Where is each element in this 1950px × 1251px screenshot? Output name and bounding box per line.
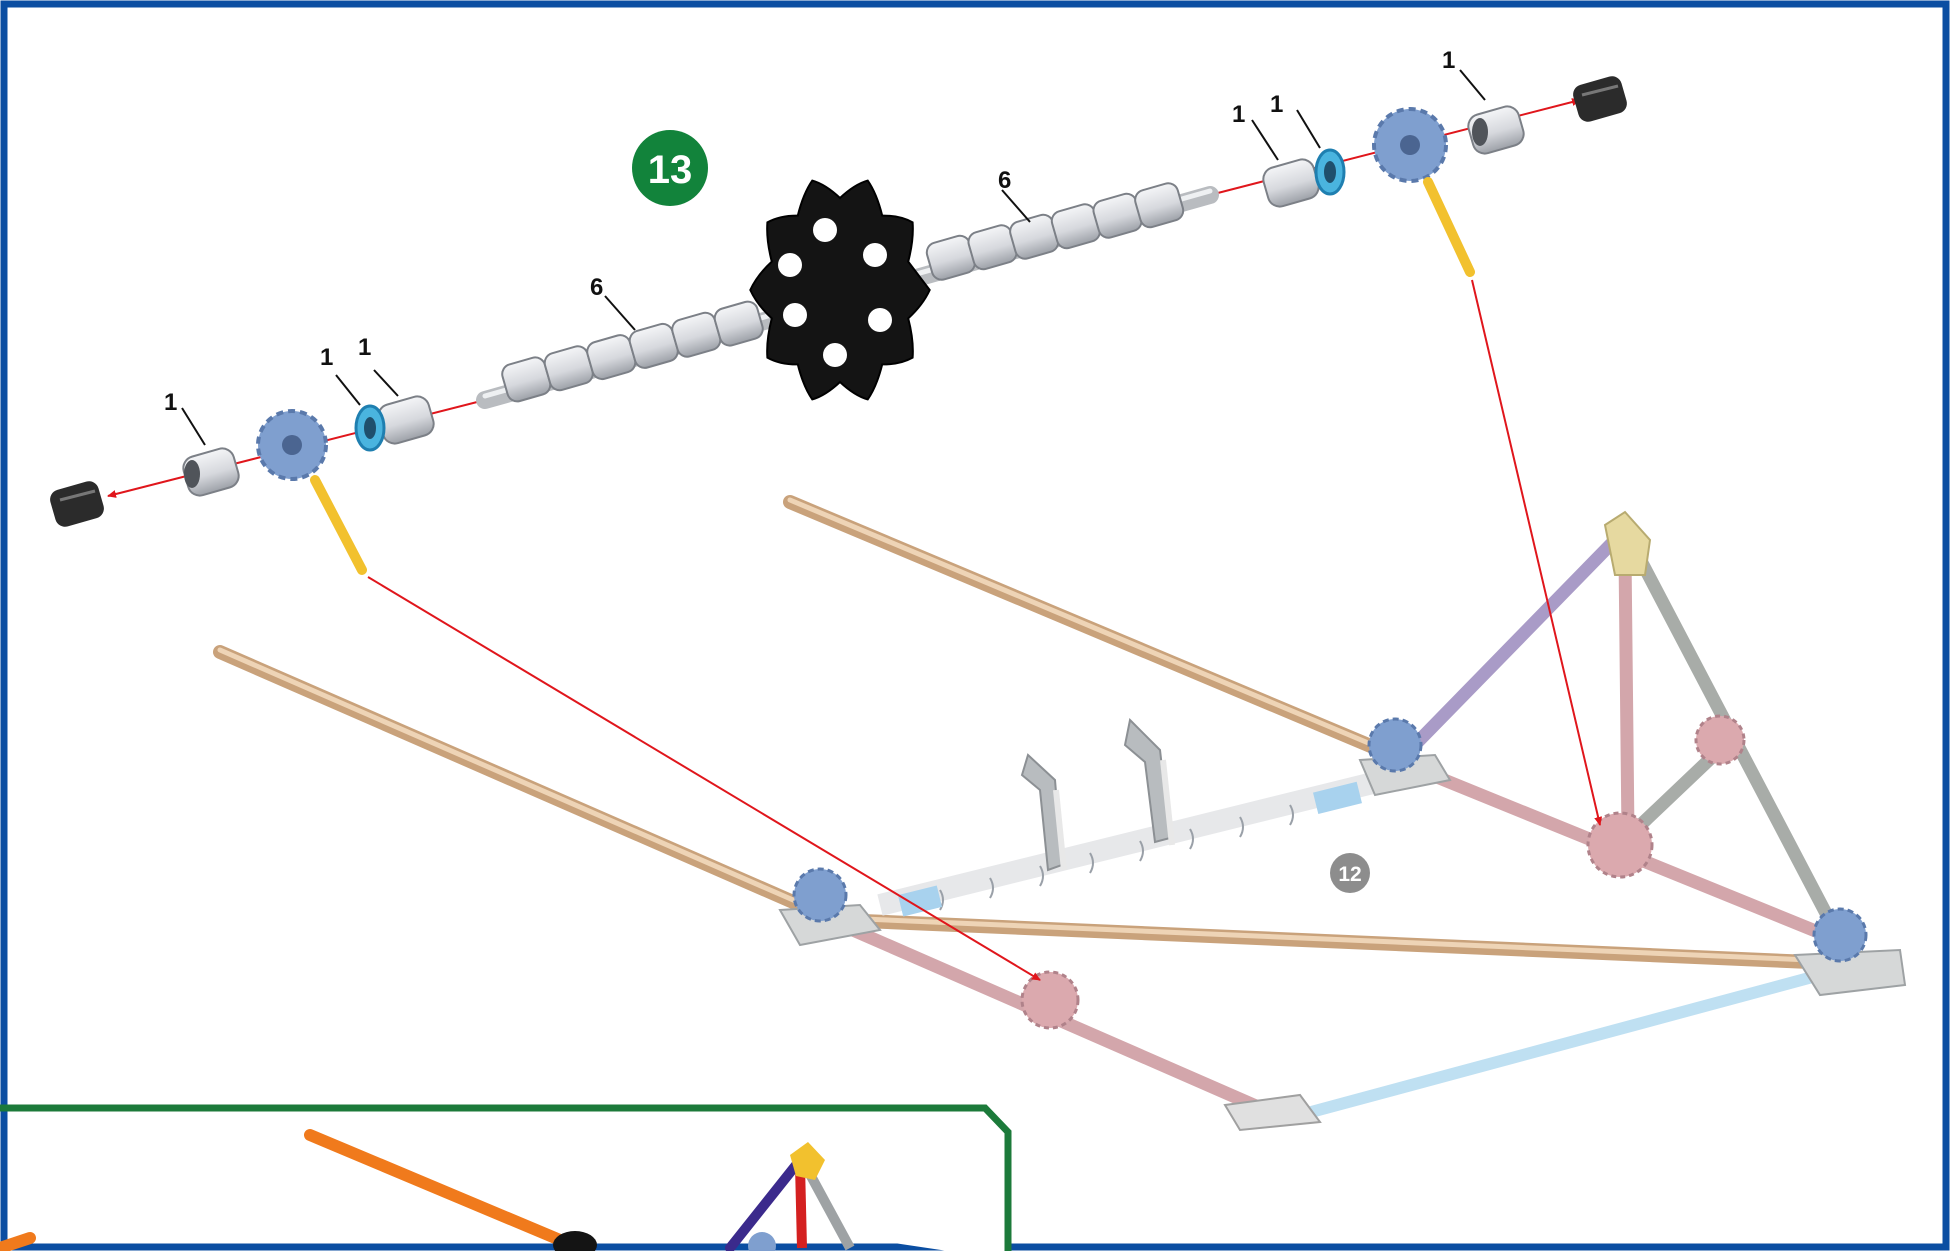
qty-right-small-spacer: 1 <box>1232 101 1245 128</box>
pink-connector-mid <box>1586 811 1654 879</box>
purple-rod <box>1398 533 1622 762</box>
inset-wheel <box>553 1231 597 1251</box>
end-cap-icon <box>1573 76 1627 122</box>
yellow-connector-top <box>1603 510 1652 576</box>
right-collar <box>1314 148 1346 196</box>
end-connector-front <box>1223 1093 1322 1132</box>
assembly-arrow-right-pin <box>1471 279 1603 826</box>
spacer-run-left <box>501 300 764 403</box>
inner-axle <box>877 769 1388 916</box>
spacer-run-right <box>925 182 1185 281</box>
qty-left-small-spacer: 1 <box>358 334 371 361</box>
bracket-plate-right <box>1123 717 1175 846</box>
inset-orange-rod-left <box>0 1232 36 1251</box>
previous-step-badge: 12 <box>1330 853 1370 893</box>
previous-step-number: 12 <box>1338 863 1361 886</box>
qty-right-hub-cap-spacer: 1 <box>1442 47 1455 74</box>
right-yellow-pin <box>1423 177 1475 277</box>
quantity-labels <box>181 69 1486 446</box>
lightblue-rod <box>1294 969 1826 1121</box>
hub-left-front <box>778 867 882 947</box>
inset-preview <box>0 1104 1012 1251</box>
base-frame <box>213 495 1907 1132</box>
inset-orange-rod <box>304 1129 566 1246</box>
qty-left-hub-cap-spacer: 1 <box>164 389 177 416</box>
right-gear <box>1372 107 1448 183</box>
pink-connector-front <box>1020 970 1080 1030</box>
left-small-spacer <box>377 395 435 445</box>
inset-red-rod <box>795 1164 807 1249</box>
sprocket-wheel-icon <box>749 179 931 401</box>
inset-border <box>0 1104 1012 1251</box>
inset-yellow-connector <box>790 1142 825 1180</box>
step-number: 13 <box>648 148 693 192</box>
qty-left-spacer-run: 6 <box>590 274 603 301</box>
left-yellow-pin <box>310 475 367 575</box>
pink-connector-side <box>1694 714 1746 766</box>
left-hub-cap-spacer <box>182 447 240 497</box>
end-cap-icon <box>50 481 104 527</box>
qty-left-collar: 1 <box>320 344 333 371</box>
inset-gear <box>748 1232 776 1251</box>
bracket-plate-left <box>1020 753 1067 872</box>
inset-purple-rod <box>725 1155 805 1251</box>
exploded-axle <box>50 76 1627 575</box>
step-badge: 13 <box>632 130 708 206</box>
right-hub-cap-spacer <box>1467 105 1525 155</box>
spacer <box>713 300 764 347</box>
hub-back-left <box>1358 717 1452 797</box>
spacer <box>1134 182 1185 229</box>
assembly-arrow-left-pin <box>367 576 1041 981</box>
hub-back-right <box>1793 907 1907 997</box>
right-small-spacer <box>1262 158 1320 208</box>
inner-spacers <box>939 804 1294 911</box>
pink-rod-vertical <box>1618 548 1635 842</box>
qty-right-collar: 1 <box>1270 91 1283 118</box>
qty-right-spacer-run: 6 <box>998 167 1011 194</box>
left-collar <box>354 404 386 452</box>
left-gear <box>256 409 328 481</box>
